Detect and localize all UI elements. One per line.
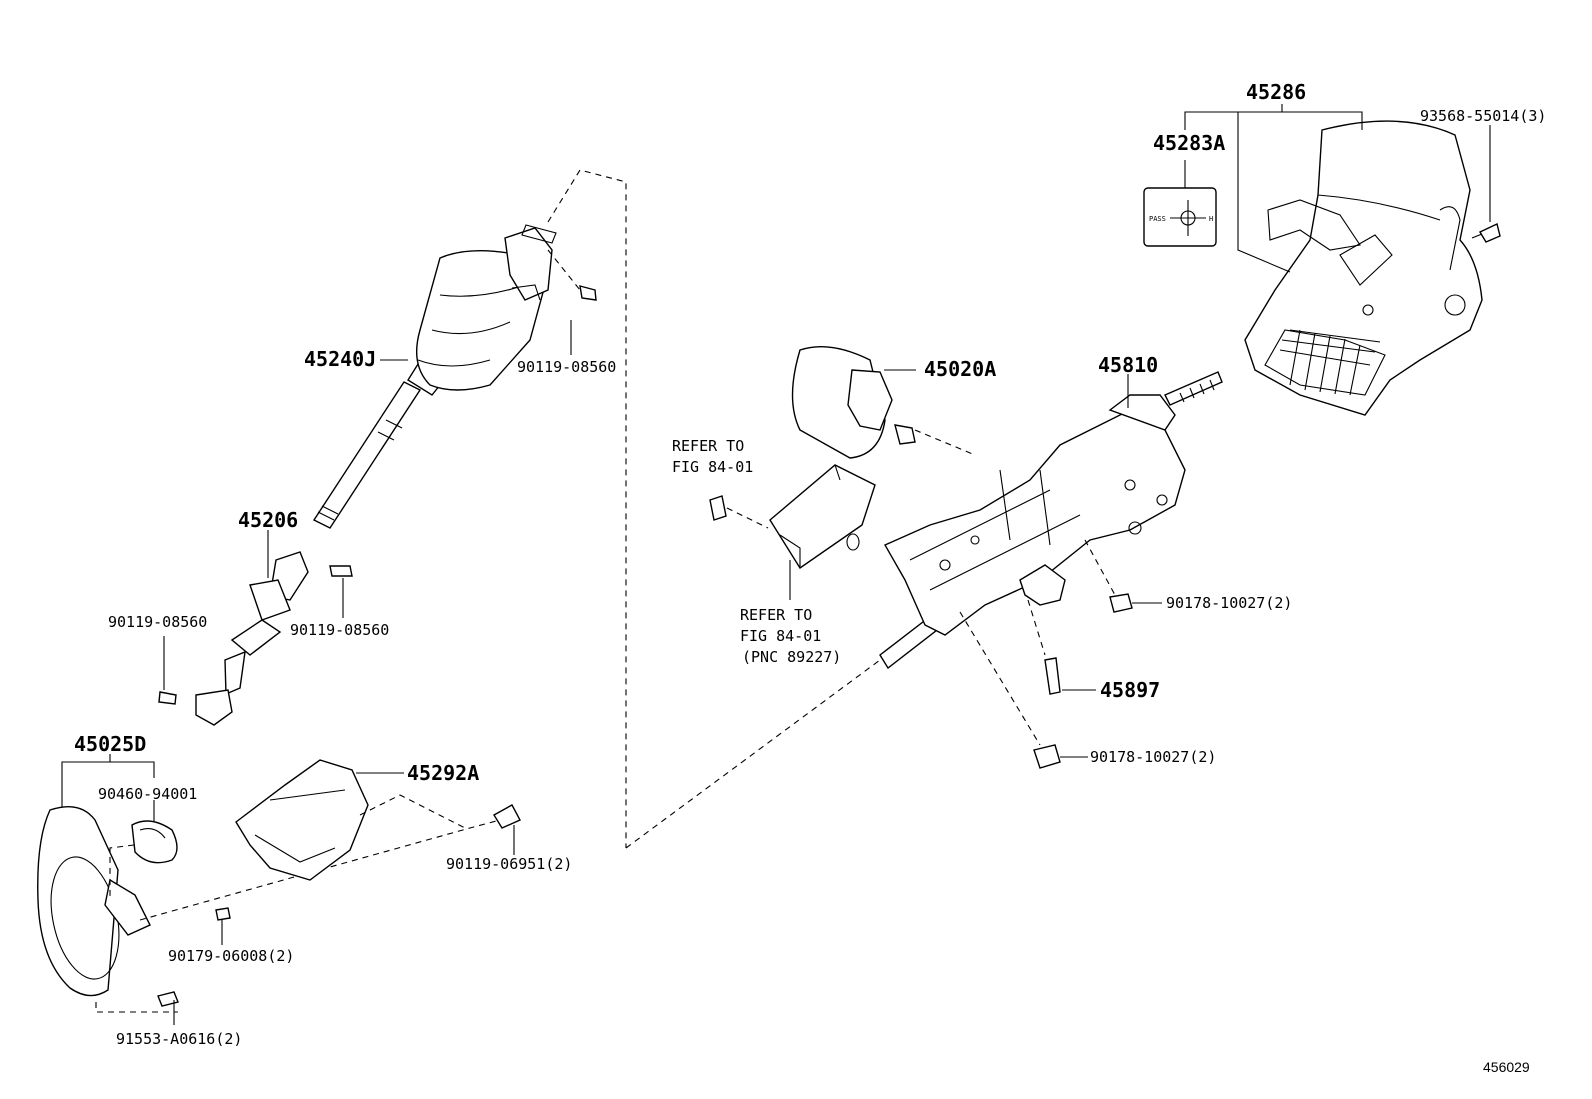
- part-labels: 45286 93568-55014(3) 45283A 45240J 90119…: [74, 80, 1546, 1048]
- label-90119-08560-top: 90119-08560: [517, 358, 616, 376]
- refer-upper-line2: FIG 84-01: [672, 458, 753, 476]
- figure-number: 456029: [1483, 1059, 1530, 1075]
- lower-column-cover-45292A: [235, 759, 466, 881]
- label-90178-10027-b: 90178-10027(2): [1090, 748, 1216, 766]
- refer-lower-line1: REFER TO: [740, 606, 812, 624]
- leader-45286: [1184, 104, 1363, 273]
- label-45283A: 45283A: [1153, 131, 1225, 155]
- emblem-45283A: PASS H: [1143, 187, 1217, 247]
- label-91553-A0616: 91553-A0616(2): [116, 1030, 242, 1048]
- nut-90179: [215, 907, 231, 945]
- module-refer-fig: [709, 464, 876, 600]
- label-45810: 45810: [1098, 353, 1158, 377]
- dust-seal-45025D: [37, 754, 178, 997]
- seal-to-bolt-dashed: [139, 819, 501, 921]
- upper-column-cover-45286: [1244, 120, 1483, 416]
- refer-upper-line1: REFER TO: [672, 437, 744, 455]
- emblem-text-left: PASS: [1149, 215, 1166, 223]
- label-90119-06951: 90119-06951(2): [446, 855, 572, 873]
- bolt-90119-06951: [493, 804, 521, 855]
- label-90119-08560-left: 90119-08560: [108, 613, 207, 631]
- label-45020A: 45020A: [924, 357, 996, 381]
- assembly-boundary-dashed: [547, 169, 881, 849]
- refer-lower-line3: (PNC 89227): [742, 648, 841, 666]
- universal-joint-45206: [195, 530, 309, 726]
- leader-90119-top: [547, 249, 597, 355]
- label-90179-06008: 90179-06008(2): [168, 947, 294, 965]
- label-45240J: 45240J: [304, 347, 376, 371]
- cover-grid-texture: [1279, 329, 1381, 396]
- steering-column-assembly-45810: [879, 371, 1223, 670]
- label-45286: 45286: [1246, 80, 1306, 104]
- screw-93568: [1471, 125, 1501, 243]
- refer-note-upper: REFER TO FIG 84-01: [672, 437, 753, 476]
- refer-lower-line2: FIG 84-01: [740, 627, 821, 645]
- label-90178-10027-a: 90178-10027(2): [1166, 594, 1292, 612]
- label-45025D: 45025D: [74, 732, 146, 756]
- refer-note-lower: REFER TO FIG 84-01 (PNC 89227): [740, 606, 841, 666]
- emblem-text-right: H: [1209, 215, 1213, 223]
- label-45292A: 45292A: [407, 761, 479, 785]
- bolt-91553: [95, 991, 179, 1025]
- label-45897: 45897: [1100, 678, 1160, 702]
- intermediate-shaft-45240J: [312, 224, 557, 529]
- bolt-45897: [1027, 599, 1096, 695]
- label-45206: 45206: [238, 508, 298, 532]
- nut-90178-a: [1084, 539, 1162, 613]
- nut-90178-b: [959, 611, 1088, 769]
- bolts-90119-ujoint: [158, 565, 353, 705]
- label-90119-08560-mid: 90119-08560: [290, 621, 389, 639]
- combination-switch-45020A: [791, 345, 976, 459]
- label-93568-55014: 93568-55014(3): [1420, 107, 1546, 125]
- label-90460-94001: 90460-94001: [98, 785, 197, 803]
